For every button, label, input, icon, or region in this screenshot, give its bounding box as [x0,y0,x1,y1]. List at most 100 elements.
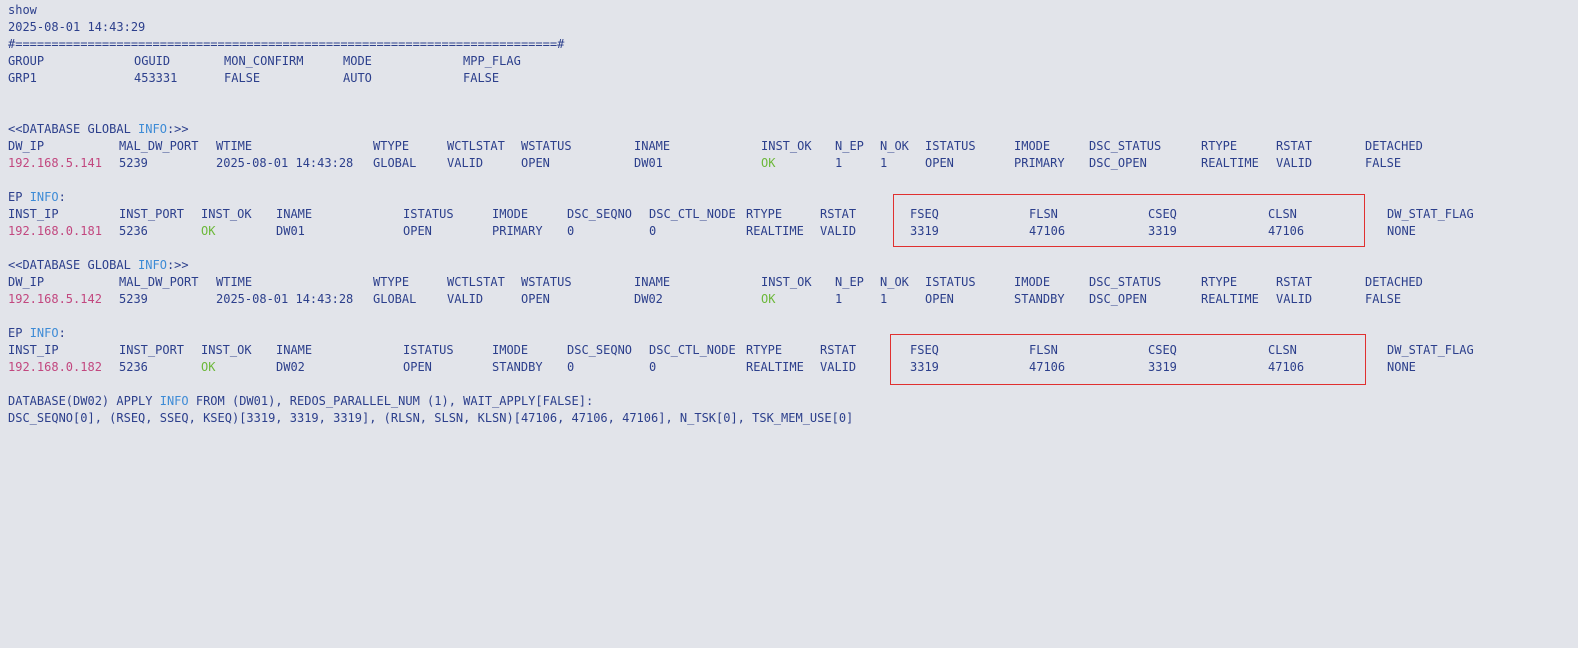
db-header-cell: RSTAT [1276,275,1313,289]
ep-value-cell: STANDBY [492,360,543,374]
db-header-cell: ISTATUS [925,275,976,289]
highlight-box-ep1-seq [893,194,1365,247]
dw-ip-value: 192.168.5.141 [8,156,102,170]
ep-value-cell: REALTIME [746,360,804,374]
db-header-cell: N_OK [880,275,909,289]
db-value-cell: VALID [447,156,484,170]
db-header-cell: DETACHED [1365,275,1423,289]
group-value-cell: 453331 [134,71,178,85]
ep-value-cell: DW01 [276,224,305,238]
ep-info-title: EP INFO: [8,189,1578,206]
db-header-cell: WTIME [216,139,253,153]
db-header-cell: DW_IP [8,139,45,153]
ep-value-cell: 3319 [1148,360,1177,374]
ep-value-cell: 47106 [1029,360,1066,374]
info-keyword: INFO [138,258,167,272]
db-value-cell: GLOBAL [373,292,417,306]
ep-header-cell: INAME [276,343,313,357]
db-value-cell: 1 [835,156,843,170]
ep-header-cell: INAME [276,207,313,221]
apply-text: DATABASE(DW02) APPLY [8,394,160,408]
ep-header-cell: ISTATUS [403,207,454,221]
ep-header-cell: DSC_SEQNO [567,343,633,357]
ep-header-cell: CSEQ [1148,207,1177,221]
ep-header-cell: INST_OK [201,343,252,357]
ep-header-row: INST_IP INST_PORT INST_OK INAME ISTATUS … [8,206,1578,223]
db-value-cell: OPEN [521,156,550,170]
info-keyword: INFO [29,190,59,204]
ep-header-cell: IMODE [492,207,529,221]
db-header-row: DW_IP MAL_DW_PORT WTIME WTYPE WCTLSTAT W… [8,274,1578,291]
ep-header-cell: CLSN [1268,343,1297,357]
ep-value-cell: 47106 [1029,224,1066,238]
db-header-cell: DETACHED [1365,139,1423,153]
group-header-cell: MON_CONFIRM [224,54,304,68]
ep-value-cell: 3319 [1148,224,1177,238]
ep-value-cell: 47106 [1268,224,1305,238]
ep-header-cell: IMODE [492,343,529,357]
db-header-cell: N_EP [835,275,864,289]
group-value-cell: AUTO [343,71,372,85]
db-value-cell: OPEN [925,292,954,306]
database-global-info-title: <<DATABASE GLOBAL INFO:>> [8,121,1578,138]
title-text: <<DATABASE GLOBAL [8,122,139,136]
group-value-cell: FALSE [463,71,500,85]
ep-value-cell: 3319 [910,360,939,374]
highlight-box-ep2-seq [890,334,1366,385]
ep-header-cell: FSEQ [910,207,939,221]
ep-header-cell: DSC_CTL_NODE [649,207,736,221]
db-value-cell: DSC_OPEN [1089,156,1147,170]
db-value-cell: DSC_OPEN [1089,292,1147,306]
ep-header-cell: INST_OK [201,207,252,221]
ep-header-cell: CLSN [1268,207,1297,221]
db-value-cell: 2025-08-01 14:43:28 [216,292,354,306]
db-header-cell: INST_OK [761,139,812,153]
ep-value-cell: DW02 [276,360,305,374]
inst-ok-value: OK [201,360,216,374]
db-header-cell: DSC_STATUS [1089,139,1162,153]
ep-header-cell: FLSN [1029,343,1058,357]
group-value-cell: FALSE [224,71,261,85]
ep-value-cell: 3319 [910,224,939,238]
ep-value-cell: 5236 [119,224,148,238]
ep-header-cell: DW_STAT_FLAG [1387,207,1474,221]
db-value-cell: 2025-08-01 14:43:28 [216,156,354,170]
db-value-cell: PRIMARY [1014,156,1065,170]
db-value-cell: 5239 [119,292,148,306]
ep-header-cell: ISTATUS [403,343,454,357]
db-header-cell: INAME [634,139,671,153]
db-header-cell: INST_OK [761,275,812,289]
group-header-cell: MPP_FLAG [463,54,521,68]
ep-header-cell: FLSN [1029,207,1058,221]
title-text: <<DATABASE GLOBAL [8,258,139,272]
apply-info-line: DATABASE(DW02) APPLY INFO FROM (DW01), R… [8,393,1578,410]
ep-header-cell: INST_PORT [119,207,185,221]
timestamp-line: 2025-08-01 14:43:29 [8,20,146,34]
ep-value-cell: OPEN [403,360,432,374]
db-header-cell: WCTLSTAT [447,139,505,153]
db-value-cell: OPEN [521,292,550,306]
ep-value-cell: 0 [567,224,575,238]
ep-value-cell: PRIMARY [492,224,543,238]
db-header-cell: DW_IP [8,275,45,289]
inst-ok-value: OK [761,292,776,306]
blank-line [8,308,1578,325]
info-keyword: INFO [159,394,189,408]
inst-ok-value: OK [201,224,216,238]
db-value-cell: VALID [1276,292,1313,306]
db-header-cell: ISTATUS [925,139,976,153]
separator-line: #=======================================… [8,37,565,51]
ep-header-cell: INST_IP [8,343,59,357]
db-header-cell: RTYPE [1201,139,1238,153]
ep-value-cell: 0 [649,360,657,374]
db-value-row: 192.168.5.142 5239 2025-08-01 14:43:28 G… [8,291,1578,308]
apply-text: FROM (DW01), REDOS_PARALLEL_NUM (1), WAI… [188,394,594,408]
ep-header-cell: DSC_SEQNO [567,207,633,221]
db-header-cell: MAL_DW_PORT [119,139,199,153]
db-value-cell: FALSE [1365,292,1402,306]
ep-value-row: 192.168.0.181 5236 OK DW01 OPEN PRIMARY … [8,223,1578,240]
db-value-cell: STANDBY [1014,292,1065,306]
db-value-cell: 1 [880,156,888,170]
db-value-cell: REALTIME [1201,292,1259,306]
title-text: EP [8,326,30,340]
